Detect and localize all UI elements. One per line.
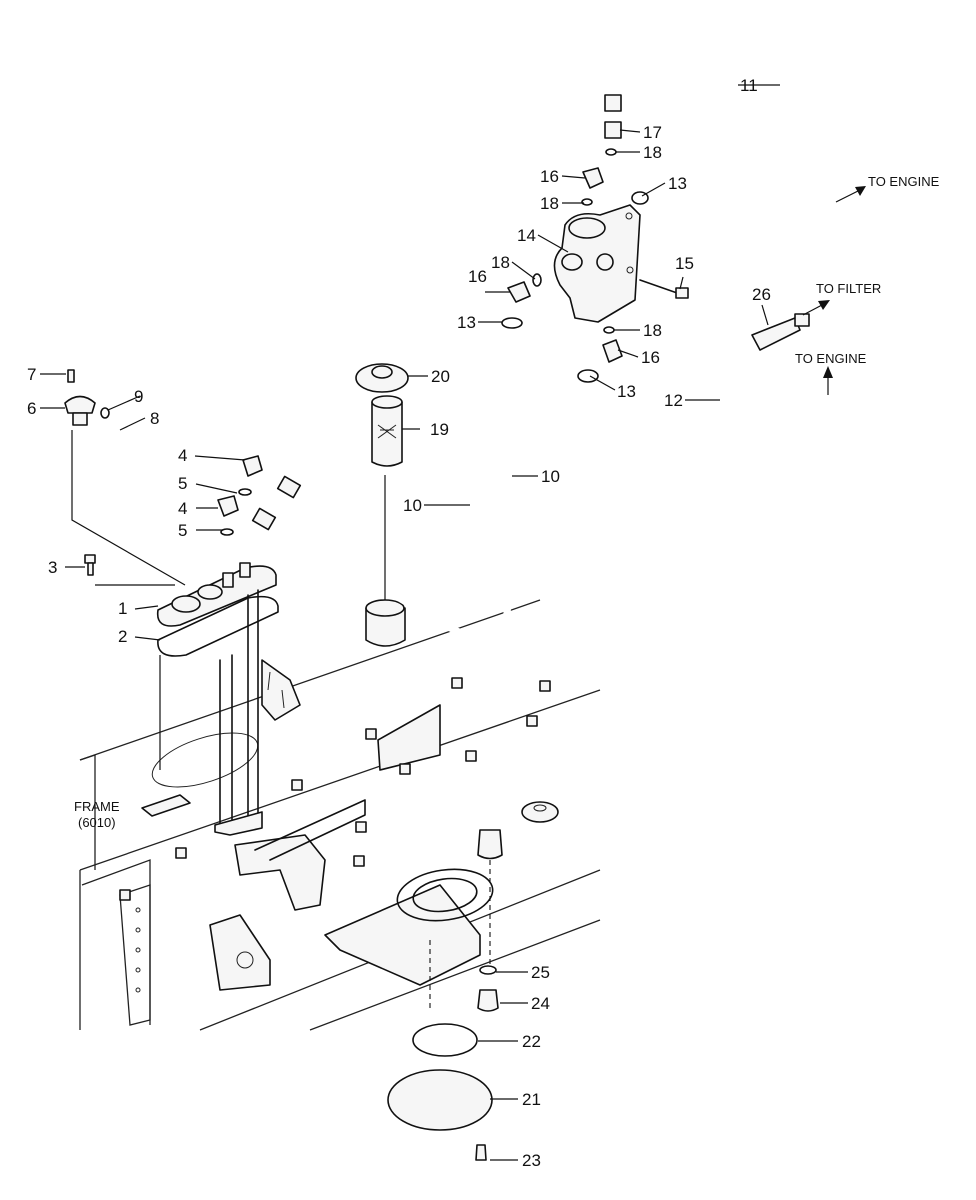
label-to-engine-top: TO ENGINE	[868, 174, 940, 189]
callout-20: 20	[431, 367, 450, 386]
filler-cap-20	[355, 363, 409, 393]
callout-11: 11	[740, 76, 758, 95]
callout-10a: 10	[403, 496, 422, 515]
nut-fitting-a	[251, 475, 302, 531]
assembly-centerlines	[71, 430, 491, 1010]
callout-13b: 13	[457, 313, 476, 332]
callout-5a: 5	[178, 474, 187, 493]
callout-18b: 18	[540, 194, 559, 213]
callout-16a: 16	[540, 167, 559, 186]
drain-plate-parts	[324, 829, 503, 1161]
clamps	[501, 191, 649, 383]
callout-13a: 13	[668, 174, 687, 193]
o-rings	[100, 148, 617, 536]
fuel-line-10-a	[291, 376, 579, 583]
callout-17: 17	[643, 123, 662, 142]
callout-14: 14	[517, 226, 536, 245]
callout-23: 23	[522, 1151, 541, 1170]
fuel-valve	[553, 204, 641, 323]
callout-16b: 16	[468, 267, 487, 286]
callout-12: 12	[664, 391, 683, 410]
flow-arrows	[802, 186, 866, 395]
callout-numbers: 1 2 3 4 4 5 5 6 7 8 9 10 10 11 12 13 13 …	[27, 76, 771, 1170]
fuel-line-10-b	[266, 336, 512, 641]
callout-5b: 5	[178, 521, 187, 540]
tank-top-plate	[156, 562, 277, 627]
label-to-engine-bottom: TO ENGINE	[795, 351, 867, 366]
breather-cap-6	[64, 369, 96, 426]
callout-4b: 4	[178, 499, 187, 518]
screw-3	[84, 554, 96, 576]
sender-tubes	[214, 589, 263, 836]
callout-4a: 4	[178, 446, 187, 465]
callout-16c: 16	[641, 348, 660, 367]
callout-leaders	[40, 84, 780, 1161]
callout-25: 25	[531, 963, 550, 982]
callout-8: 8	[150, 409, 159, 428]
elbow-fittings	[217, 94, 623, 517]
strainer-19	[371, 395, 403, 467]
callout-26: 26	[752, 285, 771, 304]
callout-24: 24	[531, 994, 550, 1013]
fuel-line-11	[608, 26, 830, 209]
breather-hose-8	[108, 424, 142, 556]
fuel-line-12	[648, 204, 832, 549]
label-to-filter: TO FILTER	[816, 281, 881, 296]
callout-21: 21	[522, 1090, 541, 1109]
strainer-bowl	[365, 599, 406, 647]
callout-15: 15	[675, 254, 694, 273]
callout-6: 6	[27, 399, 36, 418]
label-frame-number: (6010)	[78, 815, 116, 830]
callout-1: 1	[118, 599, 127, 618]
callout-22: 22	[522, 1032, 541, 1051]
callout-19: 19	[430, 420, 449, 439]
callout-18c: 18	[491, 253, 510, 272]
callout-18a: 18	[643, 143, 662, 162]
gasket	[157, 595, 279, 657]
callout-7: 7	[27, 365, 36, 384]
direction-labels: TO ENGINE TO FILTER TO ENGINE FRAME (601…	[74, 174, 940, 830]
frame-structure	[79, 599, 601, 1031]
label-frame: FRAME	[74, 799, 120, 814]
bolt-15	[639, 279, 689, 299]
callout-2: 2	[118, 627, 127, 646]
callout-3: 3	[48, 558, 57, 577]
callout-10b: 10	[541, 467, 560, 486]
sensor-26	[751, 313, 810, 351]
callout-13c: 13	[617, 382, 636, 401]
callout-18d: 18	[643, 321, 662, 340]
callout-9: 9	[134, 387, 143, 406]
